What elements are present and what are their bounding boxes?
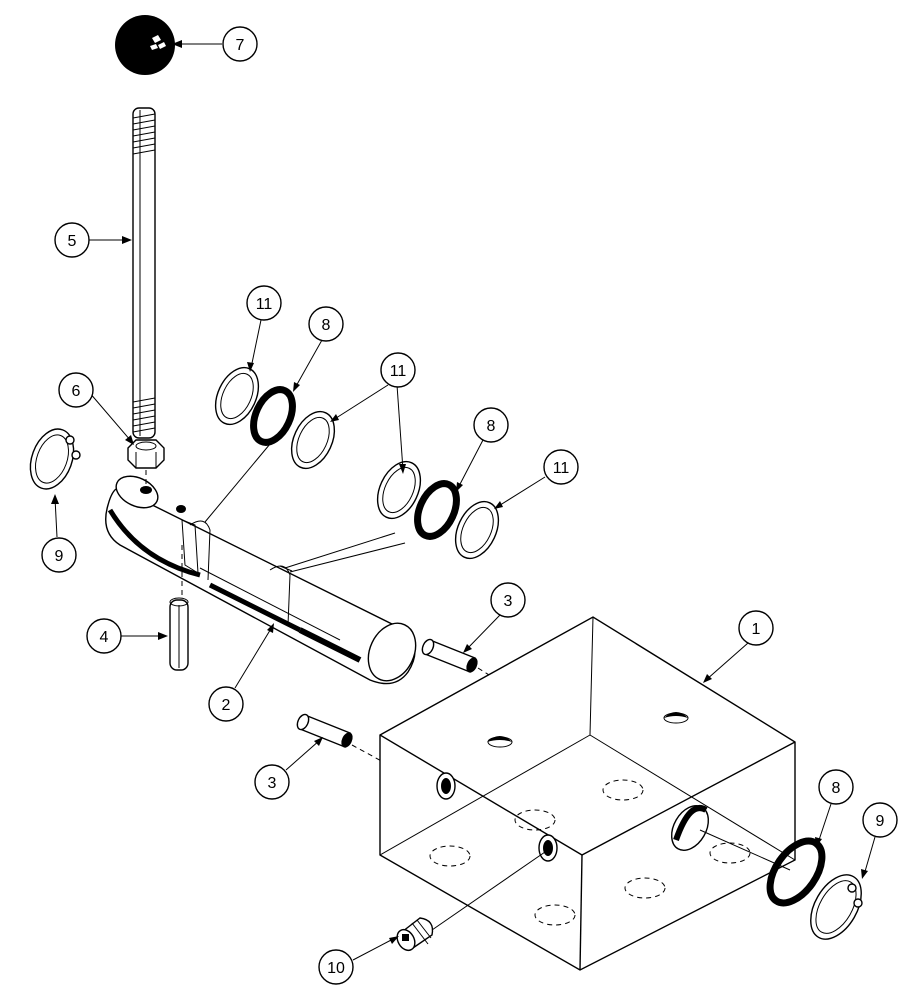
callout-4-label: 4 xyxy=(100,629,109,646)
callout-8-c-label: 8 xyxy=(832,780,841,797)
callout-3-a-label: 3 xyxy=(504,593,513,610)
callout-8-b-label: 8 xyxy=(487,418,496,435)
callout-11-a: 11 xyxy=(246,285,282,321)
callout-6-label: 6 xyxy=(72,383,81,400)
callout-3-a: 3 xyxy=(490,582,526,618)
callout-2-label: 2 xyxy=(222,697,231,714)
ring-set-b xyxy=(376,460,500,560)
callout-3-b-label: 3 xyxy=(268,775,277,792)
seal-to-shaft-leader xyxy=(204,437,276,523)
callout-2: 2 xyxy=(208,686,244,722)
callout-10-label: 10 xyxy=(327,960,345,977)
snap-ring-part-9-right xyxy=(810,874,863,940)
nut-part-6 xyxy=(127,439,165,469)
seal-to-shaft-leader xyxy=(284,532,396,569)
callout-6: 6 xyxy=(58,372,94,408)
callout-11-b: 11 xyxy=(380,352,416,388)
callout-3-b: 3 xyxy=(254,764,290,800)
callout-11-c-label: 11 xyxy=(553,460,570,477)
callout-8-b: 8 xyxy=(473,407,509,443)
callout-10: 10 xyxy=(318,949,354,985)
callout-11-c: 11 xyxy=(543,449,579,485)
threaded-rod-part-5 xyxy=(132,107,156,439)
callout-11-b-label: 11 xyxy=(390,363,407,380)
callout-8-c: 8 xyxy=(818,769,854,805)
callout-7: 7 xyxy=(222,26,258,62)
seal-to-shaft-leader xyxy=(289,542,406,573)
callout-5-label: 5 xyxy=(68,233,77,250)
knob-part-7 xyxy=(115,15,175,75)
callout-11-a-label: 11 xyxy=(256,296,273,313)
callout-leaders xyxy=(51,40,876,961)
roll-pin-part-4 xyxy=(169,545,189,671)
callout-9-a: 9 xyxy=(41,537,77,573)
callout-7-label: 7 xyxy=(236,37,245,54)
snap-ring-part-9-left xyxy=(29,428,81,490)
plug-part-10 xyxy=(396,851,546,952)
callout-9-b-label: 9 xyxy=(876,813,885,830)
callout-4: 4 xyxy=(86,618,122,654)
callout-1-label: 1 xyxy=(752,621,761,638)
ring-set-a xyxy=(214,366,336,470)
callout-5: 5 xyxy=(54,222,90,258)
callout-8-a-label: 8 xyxy=(322,317,331,334)
callout-9-b: 9 xyxy=(862,802,898,838)
valve-body-part-1 xyxy=(379,616,796,971)
callout-9-a-label: 9 xyxy=(55,548,64,565)
spool-shaft-part-2 xyxy=(105,475,417,685)
callout-8-a: 8 xyxy=(308,306,344,342)
callout-1: 1 xyxy=(738,610,774,646)
